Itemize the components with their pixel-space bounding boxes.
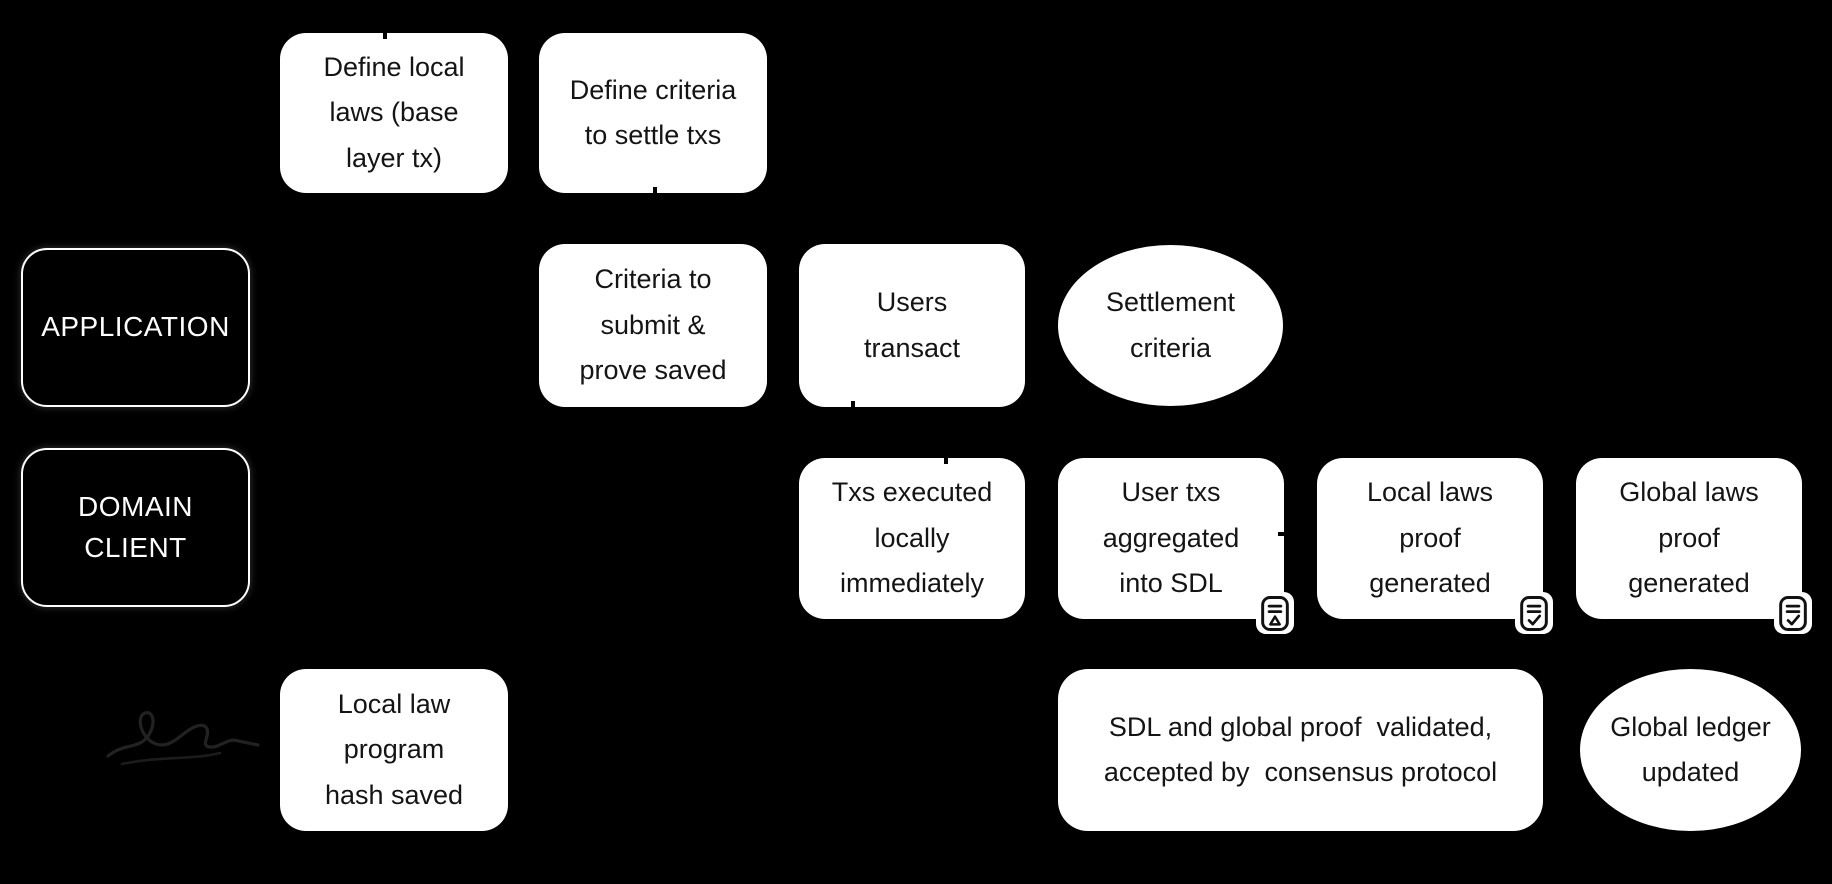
connector-stub	[1278, 532, 1287, 537]
clipboard-check-icon	[1774, 592, 1812, 634]
node-label: Define local laws (base layer tx)	[323, 51, 465, 173]
handwritten-signature-icon	[106, 711, 260, 766]
node-label: Local law program hash saved	[324, 688, 464, 810]
clipboard-check-icon	[1515, 592, 1553, 634]
node-define-local-laws: Define local laws (base layer tx)	[280, 30, 508, 193]
lane-label-text: APPLICATION	[41, 311, 230, 343]
connector-stub	[653, 187, 657, 196]
node-label: Criteria to submit & prove saved	[579, 264, 727, 386]
node-label: Global laws proof generated	[1619, 477, 1759, 599]
lane-label-text: DOMAIN CLIENT	[78, 490, 193, 563]
node-label: Define criteria to settle txs	[569, 74, 737, 150]
node-global-ledger-updated: Global ledger updated	[1580, 669, 1801, 831]
node-settlement-criteria: Settlement criteria	[1058, 245, 1283, 406]
connector-stub	[850, 401, 855, 410]
node-label: Txs executed locally immediately	[831, 477, 993, 599]
node-txs-executed-locally: Txs executed locally immediately	[799, 455, 1025, 619]
node-global-laws-proof: Global laws proof generated	[1576, 458, 1812, 634]
connector-stub	[943, 455, 948, 464]
node-define-criteria-settle: Define criteria to settle txs	[539, 33, 767, 196]
node-label: User txs aggregated into SDL	[1102, 477, 1240, 599]
node-user-txs-aggregated: User txs aggregated into SDL	[1058, 458, 1294, 634]
connector-stub	[382, 30, 387, 39]
node-label: Users transact	[863, 287, 961, 363]
lane-label-application: APPLICATION	[21, 248, 250, 407]
node-label: Global ledger updated	[1610, 711, 1771, 787]
node-sdl-validated-consensus: SDL and global proof validated, accepted…	[1058, 669, 1543, 831]
node-label: SDL and global proof validated, accepted…	[1103, 711, 1498, 787]
lane-label-domain-client: DOMAIN CLIENT	[21, 448, 250, 607]
clipboard-delta-icon	[1256, 592, 1294, 634]
node-label: Settlement criteria	[1105, 287, 1236, 363]
node-criteria-submit-prove: Criteria to submit & prove saved	[539, 244, 767, 407]
node-label: Local laws proof generated	[1366, 477, 1494, 599]
node-users-transact: Users transact	[799, 244, 1025, 410]
node-local-laws-proof: Local laws proof generated	[1317, 458, 1553, 634]
node-local-law-hash-saved: Local law program hash saved	[280, 669, 508, 831]
